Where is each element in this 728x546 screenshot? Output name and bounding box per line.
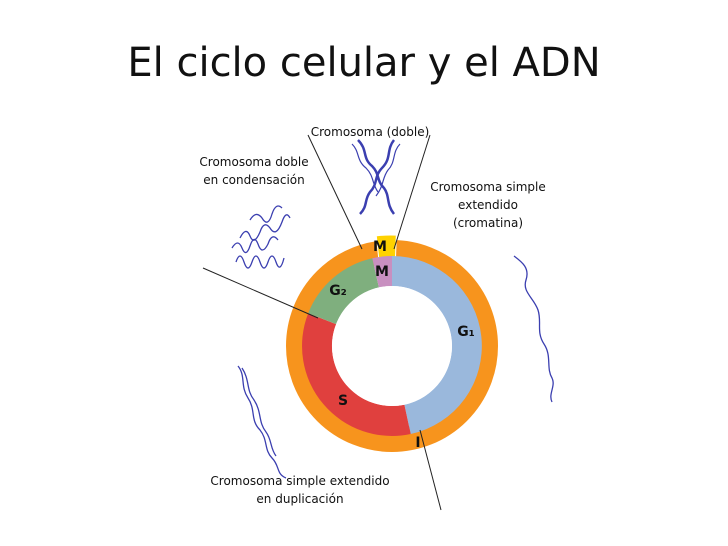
- label-simple-extended-line3: (cromatina): [453, 216, 523, 230]
- double-chromosome-icon: [352, 140, 400, 214]
- phase-label-s: S: [338, 393, 348, 409]
- label-simple-extended-line1: Cromosoma simple: [430, 180, 545, 194]
- label-condensation-line1: Cromosoma doble: [199, 155, 308, 169]
- inner-hole: [332, 286, 452, 406]
- label-simple-extended-line2: extendido: [458, 198, 518, 212]
- duplicating-chromosome-icon: [238, 366, 286, 478]
- phase-label-inner-m: M: [375, 264, 389, 280]
- label-double-chromosome: Cromosoma (doble): [311, 125, 430, 139]
- phase-label-g1: G₁: [457, 324, 475, 340]
- label-duplication-line2: en duplicación: [256, 492, 343, 506]
- label-duplication-line1: Cromosoma simple extendido: [210, 474, 389, 488]
- phase-label-interphase: I: [415, 435, 420, 451]
- label-condensation-line2: en condensación: [203, 173, 304, 187]
- divider-line-left: [308, 135, 362, 249]
- condensing-chromosome-icon: [232, 206, 290, 268]
- extended-chromatin-icon: [514, 256, 553, 402]
- divider-line-right: [394, 135, 430, 249]
- phase-label-g2: G₂: [329, 283, 347, 299]
- phase-label-outer-m: M: [373, 239, 387, 255]
